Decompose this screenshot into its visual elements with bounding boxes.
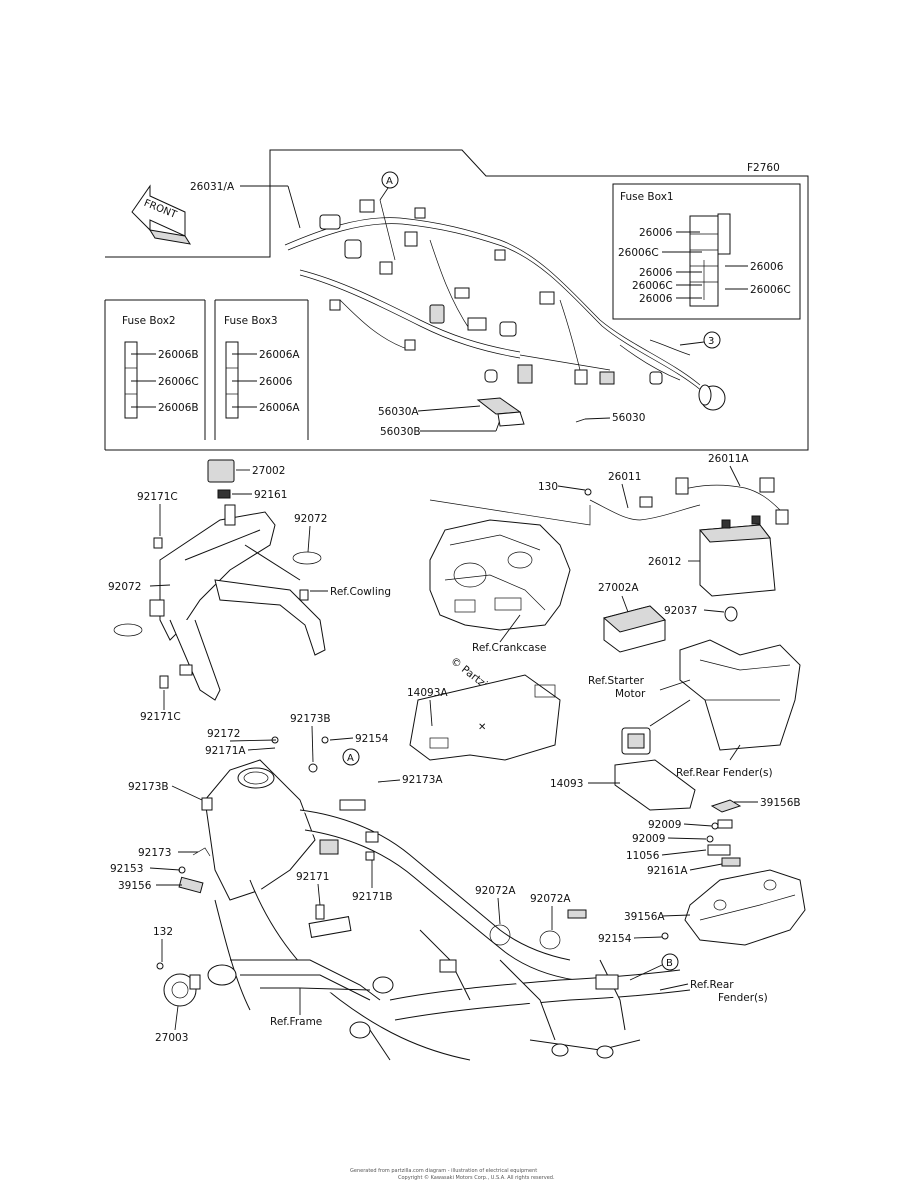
- callout-a-harness-label: A: [386, 176, 393, 187]
- label-92072a-b: 92072A: [530, 893, 571, 905]
- label-92072-top: 92072: [294, 513, 327, 525]
- rear-fender-bracket: [489, 819, 806, 950]
- label-26031a: 26031/A: [190, 181, 235, 193]
- label-92009-a: 92009: [648, 819, 681, 831]
- callout-a-lower: [342, 748, 360, 766]
- mat-14093a: ✕: [409, 674, 561, 761]
- label-92171: 92171: [296, 871, 329, 883]
- label-39156b: 39156B: [760, 797, 801, 809]
- label-92072-left: 92072: [108, 581, 141, 593]
- label-92171a: 92171A: [205, 745, 246, 757]
- label-56030b: 56030B: [380, 426, 421, 438]
- callout-b-label: B: [666, 958, 673, 969]
- battery-case: [679, 606, 801, 751]
- fuse-box3: Fuse Box3 26006A 26006 26006A: [224, 315, 300, 419]
- label-92161: 92161: [254, 489, 287, 501]
- label-27002a: 27002A: [598, 582, 639, 594]
- horn-icon: [156, 962, 201, 1007]
- label-130: 130: [538, 481, 558, 493]
- diagram-code: F2760: [747, 162, 780, 174]
- fuse1-left-4: 26006: [639, 293, 673, 305]
- cowling-bracket: [113, 459, 326, 701]
- fuse-box2: Fuse Box2 26006B 26006C 26006B: [122, 315, 199, 419]
- fuse2-item-2: 26006B: [158, 402, 199, 414]
- callout-a-lower-label: A: [347, 753, 354, 764]
- label-92154-top: 92154: [355, 733, 389, 745]
- fuse-box1: Fuse Box1 26006 26006C 26006 26006C 2600…: [612, 183, 801, 320]
- fuse1-left-2: 26006: [639, 267, 673, 279]
- label-92171c-top: 92171C: [137, 491, 178, 503]
- callout-b: [661, 953, 679, 971]
- fuse1-right-0: 26006: [750, 261, 784, 273]
- label-26011: 26011: [608, 471, 641, 483]
- fuse1-left-1: 26006C: [618, 247, 659, 259]
- ecu-27002a: [602, 605, 667, 653]
- crankcase: [429, 499, 591, 631]
- label-ref-frame: Ref.Frame: [270, 1016, 322, 1028]
- label-92154-bottom: 92154: [598, 933, 632, 945]
- label-92161a: 92161A: [647, 865, 688, 877]
- footer-line-2: Copyright © Kawasaki Motors Corp., U.S.A…: [398, 1174, 555, 1181]
- label-92173a: 92173A: [402, 774, 443, 786]
- label-39156: 39156: [118, 880, 152, 892]
- callout-3-label: 3: [708, 336, 714, 347]
- fuse2-item-0: 26006B: [158, 349, 199, 361]
- callout-3: [703, 331, 721, 349]
- svg-text:✕: ✕: [478, 722, 486, 733]
- label-92172: 92172: [207, 728, 240, 740]
- fuse3-item-1: 26006: [259, 376, 293, 388]
- label-ref-rear-fender-1: Ref.Rear Fender(s): [676, 767, 773, 779]
- label-ref-starter-2: Motor: [615, 688, 646, 700]
- callout-a-harness: [381, 171, 399, 189]
- fuse1-left-0: 26006: [639, 227, 673, 239]
- label-14093: 14093: [550, 778, 583, 790]
- label-56030a: 56030A: [378, 406, 419, 418]
- harness-panel: [104, 149, 809, 451]
- label-92009-b: 92009: [632, 833, 665, 845]
- wiring-harness: [284, 199, 726, 411]
- relay-27002-icon: [207, 459, 235, 483]
- label-39156a: 39156A: [624, 911, 665, 923]
- fuse1-left-3: 26006C: [632, 280, 673, 292]
- label-92037: 92037: [664, 605, 697, 617]
- label-92173b-top: 92173B: [290, 713, 331, 725]
- label-92153: 92153: [110, 863, 143, 875]
- front-arrow-icon: FRONT: [131, 184, 192, 245]
- label-11056: 11056: [626, 850, 660, 862]
- label-132: 132: [153, 926, 173, 938]
- label-56030: 56030: [612, 412, 645, 424]
- label-92072a-a: 92072A: [475, 885, 516, 897]
- fuse-box3-title: Fuse Box3: [224, 315, 278, 327]
- label-92173b-left: 92173B: [128, 781, 169, 793]
- fuse3-item-2: 26006A: [259, 402, 300, 414]
- battery-group: [584, 477, 789, 597]
- footer-line-1: Generated from partzilla.com diagram - i…: [350, 1168, 537, 1174]
- label-ref-cowling: Ref.Cowling: [330, 586, 391, 598]
- label-14093a: 14093A: [407, 687, 448, 699]
- label-ref-rear-fender-2a: Ref.Rear: [690, 979, 734, 991]
- label-26012: 26012: [648, 556, 681, 568]
- fuse2-item-1: 26006C: [158, 376, 199, 388]
- fuse-box2-title: Fuse Box2: [122, 315, 176, 327]
- fuse1-right-1: 26006C: [750, 284, 791, 296]
- label-ref-crankcase: Ref.Crankcase: [472, 642, 547, 654]
- label-ref-rear-fender-2b: Fender(s): [718, 992, 768, 1004]
- starter-relay: [621, 727, 651, 755]
- label-92171c-bottom: 92171C: [140, 711, 181, 723]
- fuse-box1-title: Fuse Box1: [620, 191, 674, 203]
- label-92173: 92173: [138, 847, 171, 859]
- label-26011a: 26011A: [708, 453, 749, 465]
- label-92171B: 92171B: [352, 891, 393, 903]
- fuse3-item-0: 26006A: [259, 349, 300, 361]
- label-27002: 27002: [252, 465, 285, 477]
- label-27003: 27003: [155, 1032, 188, 1044]
- label-ref-starter-1: Ref.Starter: [588, 675, 645, 687]
- frame: [178, 736, 691, 1061]
- plate-14093: [614, 759, 696, 811]
